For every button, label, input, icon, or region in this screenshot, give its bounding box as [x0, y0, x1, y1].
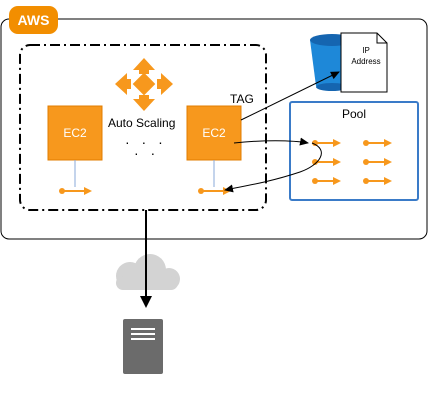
aws-badge-icon	[9, 6, 58, 34]
tag-label: TAG	[230, 92, 254, 106]
aws-badge-label: AWS	[17, 12, 50, 28]
ec2-instance-1	[47, 105, 103, 161]
internet-cloud-icon	[116, 254, 180, 290]
ec2-label-1: EC2	[63, 126, 87, 140]
network-interface-icon	[363, 139, 392, 147]
network-interface-icon	[312, 139, 341, 147]
network-interface-icon	[312, 177, 341, 185]
tag-arrow	[240, 71, 340, 121]
address-label: Address	[351, 57, 381, 66]
detach-arrow	[224, 142, 322, 193]
ip-label: IP	[362, 46, 370, 55]
more-instances-dots: · ·	[134, 145, 160, 161]
auto-scaling-group	[19, 44, 267, 211]
network-interface-icon	[59, 187, 92, 195]
network-interface-icon	[363, 177, 392, 185]
ec2-instance-2	[186, 105, 242, 161]
more-instances-dots: · · ·	[125, 134, 167, 150]
server-icon	[123, 319, 163, 374]
network-interface-icon	[363, 158, 392, 166]
attach-arrow	[233, 137, 309, 146]
pool-interfaces	[312, 139, 392, 185]
document-icon	[340, 32, 388, 93]
interface-pool	[289, 101, 419, 201]
auto-scaling-label: Auto Scaling	[108, 116, 176, 130]
auto-scaling-arrows-icon	[115, 58, 173, 111]
pool-label: Pool	[341, 107, 367, 121]
network-interface-icon	[312, 158, 341, 166]
ec2-label-2: EC2	[202, 126, 226, 140]
